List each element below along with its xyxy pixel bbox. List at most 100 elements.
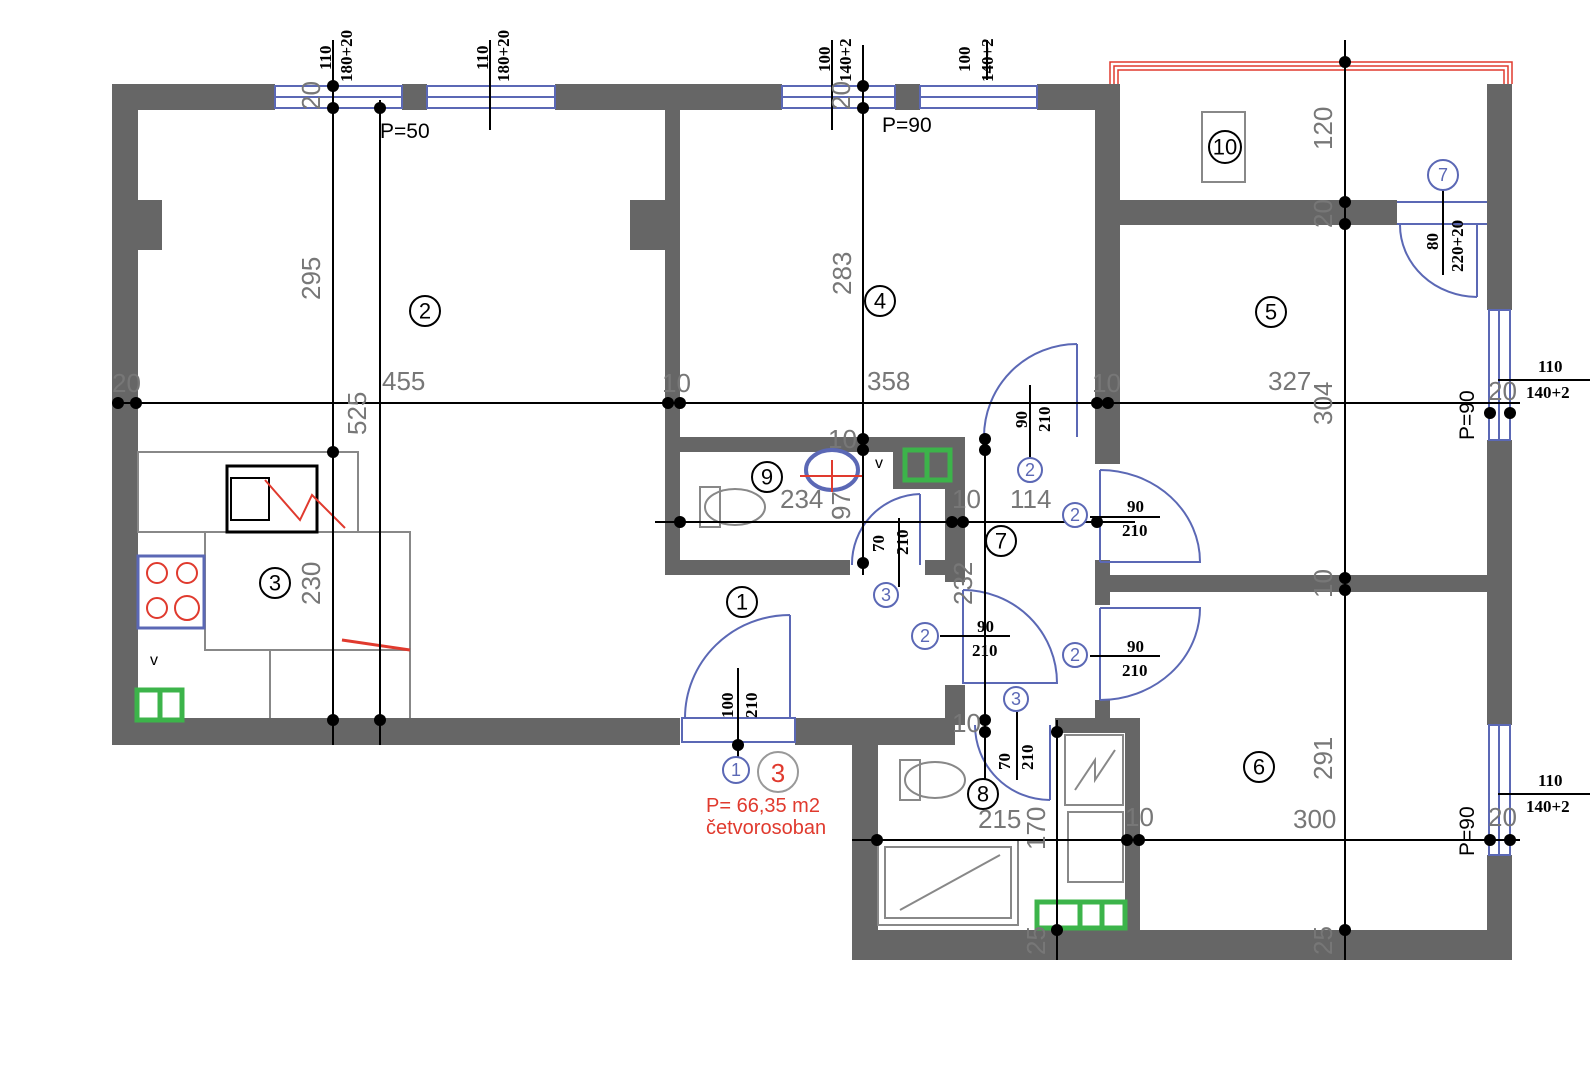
dimension: 304 xyxy=(1308,382,1338,425)
svg-text:10: 10 xyxy=(1125,802,1154,832)
door-type-marker: 2 xyxy=(1017,457,1043,483)
room-9-label: 9 xyxy=(751,461,783,493)
svg-text:70: 70 xyxy=(995,753,1014,770)
svg-text:210: 210 xyxy=(972,641,998,660)
dimension: 295 xyxy=(296,257,326,300)
door-type-marker: 2 xyxy=(1062,502,1088,528)
unit-area: P= 66,35 m2 xyxy=(706,795,820,817)
svg-text:P=90: P=90 xyxy=(1456,390,1479,440)
svg-text:10: 10 xyxy=(1308,569,1338,598)
svg-text:180+20: 180+20 xyxy=(337,30,356,82)
svg-text:110: 110 xyxy=(1538,357,1563,376)
svg-text:4: 4 xyxy=(874,289,886,314)
door-type-markers: 2 2 2 2 7 3 3 1 xyxy=(722,159,1459,784)
svg-text:110: 110 xyxy=(473,45,492,70)
svg-text:10: 10 xyxy=(1092,368,1121,398)
dimension: 525 xyxy=(342,392,372,435)
svg-text:70: 70 xyxy=(869,535,888,552)
toilet-icon xyxy=(699,486,766,528)
svg-text:20: 20 xyxy=(1308,199,1338,228)
unit-info: 3 P= 66,35 m2 četvorosoban xyxy=(706,751,826,839)
wall-thickness-labels: 20 10 10 20 20 20 10 25 25 20 20 10 10 1… xyxy=(112,81,1517,955)
svg-text:2: 2 xyxy=(1025,460,1035,480)
boiler-icon xyxy=(1064,734,1124,806)
unit-type: četvorosoban xyxy=(706,817,826,839)
svg-text:2: 2 xyxy=(1070,505,1080,525)
svg-text:5: 5 xyxy=(1265,300,1277,325)
svg-text:8: 8 xyxy=(977,782,989,807)
dimension: 114 xyxy=(1010,484,1051,514)
svg-text:7: 7 xyxy=(1438,165,1448,185)
svg-text:10: 10 xyxy=(1213,135,1237,160)
door-label: 80 220+20 xyxy=(1423,190,1467,275)
svg-text:2: 2 xyxy=(419,299,431,324)
dimension: 455 xyxy=(382,366,425,396)
svg-text:2: 2 xyxy=(1070,645,1080,665)
vent-mark: v xyxy=(150,652,158,669)
svg-text:90: 90 xyxy=(1127,497,1144,516)
unit-number: 3 xyxy=(771,758,785,788)
balcony-railing xyxy=(1109,61,1513,84)
window-label: 110 140+2 xyxy=(1498,357,1590,402)
svg-text:P=50: P=50 xyxy=(380,120,430,143)
dimension: 234 xyxy=(780,484,823,514)
room-8-label: 8 xyxy=(967,778,999,810)
dimension: 120 xyxy=(1308,107,1338,150)
svg-text:P=90: P=90 xyxy=(882,114,932,137)
svg-text:90: 90 xyxy=(1127,637,1144,656)
door-type-marker: 3 xyxy=(1003,686,1029,712)
svg-text:20: 20 xyxy=(826,81,856,110)
dimension: 232 xyxy=(948,562,978,605)
svg-text:P=90: P=90 xyxy=(1456,806,1479,856)
door-type-marker: 3 xyxy=(873,582,899,608)
svg-text:220+20: 220+20 xyxy=(1448,220,1467,272)
svg-text:3: 3 xyxy=(1011,689,1021,709)
svg-text:6: 6 xyxy=(1253,755,1265,780)
svg-text:3: 3 xyxy=(881,585,891,605)
svg-text:7: 7 xyxy=(995,529,1007,554)
svg-text:140+2: 140+2 xyxy=(836,38,855,82)
svg-text:80: 80 xyxy=(1423,233,1442,250)
svg-text:20: 20 xyxy=(112,368,141,398)
vent-mark: v xyxy=(875,455,883,472)
room-dimensions: 295 455 525 230 283 358 234 97 114 232 3… xyxy=(296,107,1338,850)
room-6-label: 6 xyxy=(1243,751,1275,783)
dimension: 170 xyxy=(1021,807,1051,850)
svg-text:25: 25 xyxy=(1021,926,1051,955)
svg-text:140+2: 140+2 xyxy=(978,38,997,82)
dimension: 291 xyxy=(1308,737,1338,780)
washbasin-icon xyxy=(800,448,862,492)
sill-height-labels: P=50 P=90 P=90 P=90 xyxy=(380,114,1479,856)
svg-text:210: 210 xyxy=(1122,661,1148,680)
toilet-icon xyxy=(899,759,966,801)
room-5-label: 5 xyxy=(1255,296,1287,328)
shower-tray-icon xyxy=(877,839,1019,926)
svg-text:90: 90 xyxy=(977,617,994,636)
svg-text:1: 1 xyxy=(731,760,741,780)
dimension: 300 xyxy=(1293,804,1336,834)
svg-text:25: 25 xyxy=(1308,926,1338,955)
door-type-marker: 1 xyxy=(722,756,750,784)
room-7-label: 7 xyxy=(985,525,1017,557)
room-3-label: 3 xyxy=(259,567,291,599)
svg-text:90: 90 xyxy=(1012,411,1031,428)
svg-text:100: 100 xyxy=(955,47,974,73)
svg-text:140+2: 140+2 xyxy=(1526,383,1570,402)
svg-text:110: 110 xyxy=(1538,771,1563,790)
svg-text:2: 2 xyxy=(920,626,930,646)
svg-text:210: 210 xyxy=(1122,521,1148,540)
svg-text:210: 210 xyxy=(1035,407,1054,433)
